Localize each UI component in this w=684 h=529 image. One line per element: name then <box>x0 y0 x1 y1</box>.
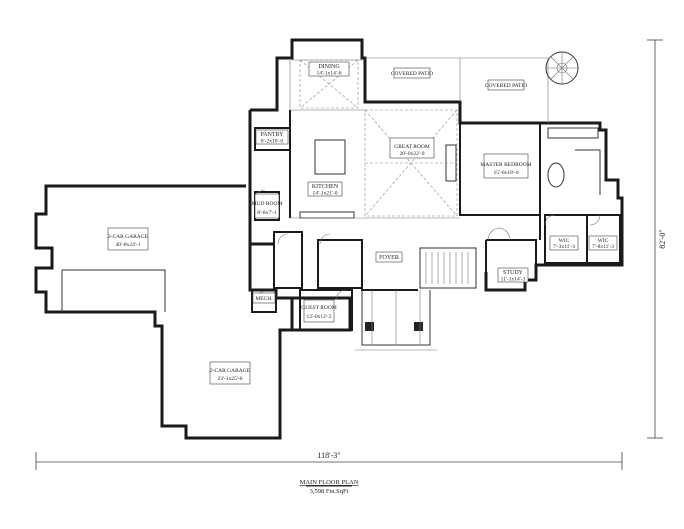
front-porch <box>355 290 437 351</box>
room-size: 15'-6x18'-0 <box>494 170 519 176</box>
room-size: 12'-0x12'-2 <box>307 314 332 320</box>
room-name: COVERED PATIO <box>391 71 433 77</box>
doors <box>254 189 601 301</box>
exterior-walls <box>34 38 624 440</box>
room-name: MECH. <box>255 296 273 302</box>
room-label-garage-1: 2-CAR GARAGE 40'-8x24'-1 <box>107 227 149 251</box>
spiral-stair <box>545 51 579 85</box>
room-label-guest-room: GUEST ROOM 12'-0x12'-2 <box>301 299 337 323</box>
room-label-pantry: PANTRY 8'-2x10'-0 <box>255 129 289 145</box>
room-name: COVERED PATIO <box>485 83 527 89</box>
room-name: 2-CAR GARAGE <box>108 234 149 240</box>
room-size: 40'-8x24'-1 <box>116 242 141 248</box>
room-label-mud-room: MUD ROOM 8'-8x7'-1 <box>252 193 283 219</box>
room-name: KITCHEN <box>312 184 339 190</box>
room-name: WIC <box>559 238 570 244</box>
dimension-lines <box>35 39 663 470</box>
room-name: GREAT ROOM <box>394 144 430 150</box>
room-label-wic-1: WIC 7'-3x11'-3 <box>549 235 579 251</box>
room-labels: DINING 14'-1x14'-6 COVERED PATIO COVERED… <box>107 61 618 385</box>
room-name: WIC <box>598 238 609 244</box>
room-name: GUEST ROOM <box>301 305 337 311</box>
room-name: FOYER <box>379 255 399 261</box>
room-label-great-room: GREAT ROOM 20'-0x22'-0 <box>389 137 435 159</box>
room-size: 11'-1x14'-3 <box>501 277 526 283</box>
overall-width-dimension: 118'-3" <box>317 451 340 460</box>
room-label-dining: DINING 14'-1x14'-6 <box>308 61 350 77</box>
room-name: DINING <box>318 64 340 70</box>
room-name: 2-CAR GARAGE <box>210 368 251 374</box>
room-label-mech: MECH. <box>252 292 276 304</box>
room-name: PANTRY <box>260 132 284 138</box>
ceiling-lines <box>289 57 549 219</box>
room-name: STUDY <box>503 270 524 276</box>
room-size: 8'-2x10'-0 <box>261 139 283 145</box>
room-size: 7'-8x11'-3 <box>592 244 614 250</box>
room-size: 8'-8x7'-1 <box>257 210 277 216</box>
room-size: 14'-1x21'-0 <box>313 191 338 197</box>
room-size: 14'-1x14'-6 <box>317 71 342 77</box>
room-label-covered-patio-2: COVERED PATIO <box>485 79 527 91</box>
room-size: 23'-1x25'-6 <box>218 376 243 382</box>
room-label-study: STUDY 11'-1x14'-3 <box>497 267 529 283</box>
room-size: 7'-3x11'-3 <box>553 244 575 250</box>
room-name: MUD ROOM <box>252 201 283 207</box>
room-name: MASTER BEDROOM <box>480 162 531 168</box>
room-label-garage-2: 2-CAR GARAGE 23'-1x25'-6 <box>209 361 251 385</box>
room-label-master-bedroom: MASTER BEDROOM 15'-6x18'-0 <box>480 153 532 179</box>
room-label-kitchen: KITCHEN 14'-1x21'-0 <box>307 181 343 197</box>
plan-area: 3,598 Fin.SqFt <box>310 488 349 495</box>
plan-title: MAIN FLOOR PLAN <box>300 479 359 486</box>
overall-depth-dimension: 82'-0" <box>658 229 667 248</box>
room-size: 20'-0x22'-0 <box>400 151 425 157</box>
room-label-foyer: FOYER <box>375 251 403 263</box>
room-label-wic-2: WIC 7'-8x11'-3 <box>588 235 618 251</box>
room-label-covered-patio-1: COVERED PATIO <box>391 67 433 79</box>
